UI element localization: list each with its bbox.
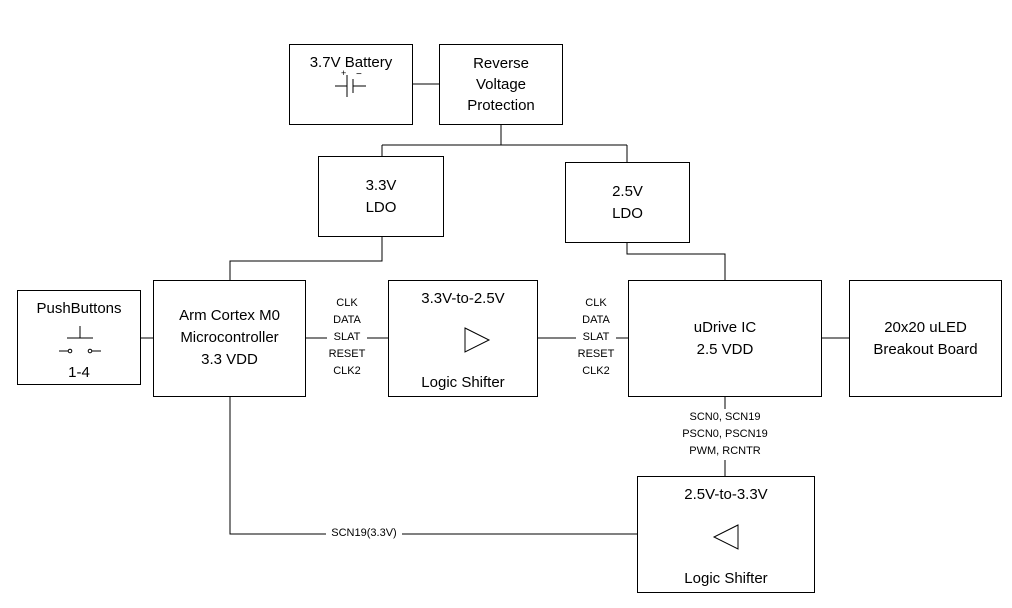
scan-bus-signal: PWM, RCNTR (675, 443, 775, 460)
reverse-protection-block: Reverse Voltage Protection (439, 44, 563, 125)
logic-shifter-down-title: 2.5V-to-3.3V (684, 486, 768, 503)
bus-right-signal: CLK (576, 295, 616, 312)
buffer-left-icon (712, 524, 739, 550)
ldo-3v3-block: 3.3V LDO (318, 156, 444, 237)
wire-ldo25-udrive (626, 242, 726, 281)
mcu-name: Arm Cortex M0 (179, 307, 280, 324)
logic-shifter-up-title: 3.3V-to-2.5V (421, 290, 505, 307)
bus-right-signal: RESET (574, 346, 618, 363)
ldo-2v5-label: LDO (612, 205, 643, 222)
mcu-block: Arm Cortex M0 Microcontroller 3.3 VDD (153, 280, 306, 397)
scan-bus-signal: SCN0, SCN19 (675, 409, 775, 426)
pushbuttons-count: 1-4 (68, 364, 90, 381)
svg-text:−: − (356, 69, 362, 80)
svg-text:+: + (341, 69, 346, 78)
logic-shifter-up-sub: Logic Shifter (421, 374, 505, 391)
logic-shifter-down-block: 2.5V-to-3.3V Logic Shifter (637, 476, 815, 593)
logic-shifter-up-block: 3.3V-to-2.5V Logic Shifter (388, 280, 538, 397)
bus-right-signal: SLAT (576, 329, 616, 346)
ldo-3v3-voltage: 3.3V (365, 177, 397, 194)
bus-left-signal: RESET (325, 346, 369, 363)
bus-left-signal: DATA (327, 312, 367, 329)
uled-board-type: Breakout Board (873, 341, 978, 358)
pushbuttons-title: PushButtons (36, 300, 122, 317)
reverse-protection-line3: Protection (467, 97, 535, 114)
bus-right-signal: DATA (576, 312, 616, 329)
ldo-2v5-voltage: 2.5V (612, 183, 643, 200)
reverse-protection-line1: Reverse (473, 55, 529, 72)
battery-icon: + − (335, 69, 366, 97)
logic-shifter-down-sub: Logic Shifter (684, 570, 768, 587)
mcu-vdd: 3.3 VDD (201, 351, 258, 368)
uled-board-name: 20x20 uLED (884, 319, 967, 336)
reverse-protection-line2: Voltage (475, 76, 527, 93)
pushbuttons-block: PushButtons 1-4 (17, 290, 141, 385)
ldo-3v3-label: LDO (365, 199, 397, 216)
bus-right-signal: CLK2 (576, 363, 616, 380)
feedback-signal-label: SCN19(3.3V) (326, 525, 402, 542)
battery-block: 3.7V Battery + − (289, 44, 413, 125)
ldo-2v5-block: 2.5V LDO (565, 162, 690, 243)
scan-bus-signal: PSCN0, PSCN19 (670, 426, 780, 443)
wire-protection-split (382, 124, 627, 146)
udrive-ic-block: uDrive IC 2.5 VDD (628, 280, 822, 397)
pushbutton-switch-icon (59, 326, 101, 354)
buffer-right-icon (464, 327, 491, 353)
uled-board-block: 20x20 uLED Breakout Board (849, 280, 1002, 397)
bus-left-signal: CLK (327, 295, 367, 312)
udrive-ic-vdd: 2.5 VDD (696, 341, 754, 358)
battery-label: 3.7V Battery (309, 54, 393, 71)
wire-feedback-scn19 (229, 396, 638, 535)
udrive-ic-name: uDrive IC (693, 319, 757, 336)
bus-left-signal: SLAT (327, 329, 367, 346)
mcu-type: Microcontroller (180, 329, 279, 346)
wire-ldo33-mcu (229, 236, 383, 281)
bus-left-signal: CLK2 (327, 363, 367, 380)
